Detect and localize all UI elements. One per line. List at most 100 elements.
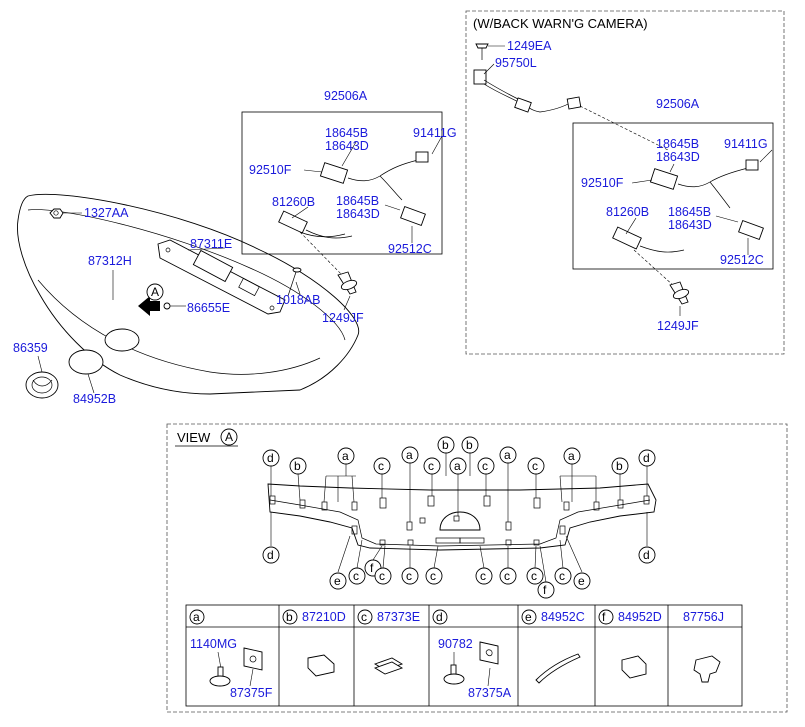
svg-text:e: e: [578, 574, 585, 588]
license-lamp-bracket-87311E: [157, 239, 286, 315]
label-92510F-main: 92510F: [249, 163, 292, 177]
label-18643D-camera-bot: 18643D: [668, 218, 712, 232]
svg-text:90782: 90782: [438, 637, 473, 651]
svg-text:84952D: 84952D: [618, 610, 662, 624]
svg-text:a: a: [342, 449, 349, 463]
legend-col-b: b 87210D: [282, 609, 346, 677]
svg-text:c: c: [378, 459, 384, 473]
svg-text:e: e: [525, 610, 532, 624]
label-92512C-camera: 92512C: [720, 253, 764, 267]
svg-text:b: b: [442, 438, 449, 452]
view-callout-circles: d b a c a c b a b c a c a b d d d c e f …: [262, 436, 656, 599]
label-87312H: 87312H: [88, 254, 132, 268]
label-1249JF-camera: 1249JF: [657, 319, 699, 333]
svg-text:d: d: [436, 610, 443, 624]
harness-box-camera: [572, 122, 774, 270]
label-81260B-camera: 81260B: [606, 205, 649, 219]
legend-col-g: 87756J: [683, 610, 724, 683]
svg-text:f: f: [602, 610, 606, 624]
svg-text:1140MG: 1140MG: [190, 637, 237, 651]
svg-text:c: c: [531, 569, 537, 583]
svg-text:f: f: [543, 583, 547, 597]
tailgate-garnish: [17, 193, 360, 395]
svg-text:a: a: [504, 448, 511, 462]
label-92512C-main: 92512C: [388, 242, 432, 256]
svg-text:c: c: [361, 610, 367, 624]
svg-text:a: a: [193, 610, 200, 624]
view-title: VIEW: [177, 430, 211, 445]
harness-wiring-main: [278, 151, 429, 239]
svg-text:b: b: [286, 610, 293, 624]
label-91411G-main: 91411G: [413, 126, 457, 140]
svg-text:c: c: [559, 569, 565, 583]
svg-text:87373E: 87373E: [377, 610, 420, 624]
legend-col-d: d 90782 87375A: [432, 609, 512, 700]
label-84952B: 84952B: [73, 392, 116, 406]
label-1249JF: 1249JF: [322, 311, 364, 325]
garnish-back-view: [267, 483, 657, 551]
arrow-view-a: [138, 283, 164, 316]
label-92510F-camera: 92510F: [581, 176, 624, 190]
label-92506A-camera: 92506A: [656, 97, 700, 111]
view-leaders: [270, 453, 648, 583]
emblem-86359: [25, 371, 59, 399]
label-18645B-camera-bot: 18645B: [668, 205, 711, 219]
legend-col-a: a 1140MG 87375F: [189, 609, 273, 700]
label-18645B-camera-top: 18645B: [656, 137, 699, 151]
svg-text:a: a: [568, 449, 575, 463]
label-18645B-main-top: 18645B: [325, 126, 368, 140]
label-95750L: 95750L: [495, 56, 537, 70]
camera-harness-95750L: [473, 69, 582, 113]
clip-86655E: [163, 302, 171, 310]
label-18645B-main-bot: 18645B: [336, 194, 379, 208]
svg-text:87756J: 87756J: [683, 610, 724, 624]
legend-col-f: f 84952D: [598, 609, 662, 679]
svg-text:84952C: 84952C: [541, 610, 585, 624]
label-86655E: 86655E: [187, 301, 230, 315]
svg-text:c: c: [406, 569, 412, 583]
svg-text:87210D: 87210D: [302, 610, 346, 624]
label-18643D-main-bot: 18643D: [336, 207, 380, 221]
svg-text:d: d: [267, 548, 274, 562]
label-1018AB: 1018AB: [276, 293, 320, 307]
view-title-marker: A: [225, 430, 233, 444]
legend-table: [185, 604, 743, 707]
camera-bulb-1249JF: [669, 281, 690, 305]
svg-text:d: d: [643, 451, 650, 465]
svg-text:c: c: [379, 569, 385, 583]
bolt-1018AB: [287, 267, 302, 297]
label-91411G-camera: 91411G: [724, 137, 768, 151]
label-86359: 86359: [13, 341, 48, 355]
camera-panel-border: [465, 10, 785, 355]
label-87311E: 87311E: [190, 237, 232, 251]
svg-text:c: c: [428, 459, 434, 473]
svg-text:c: c: [482, 459, 488, 473]
label-18643D-camera-top: 18643D: [656, 150, 700, 164]
harness-wiring-camera: [612, 159, 764, 253]
svg-text:a: a: [406, 448, 413, 462]
label-1249EA: 1249EA: [507, 39, 552, 53]
view-panel-border: [166, 423, 788, 713]
svg-text:c: c: [430, 569, 436, 583]
legend-col-e: e 84952C: [521, 609, 585, 684]
svg-text:c: c: [504, 569, 510, 583]
label-81260B-main: 81260B: [272, 195, 315, 209]
camera-screw-1249EA: [475, 43, 489, 60]
svg-text:d: d: [267, 451, 274, 465]
view-marker-letter: A: [151, 285, 159, 299]
emblem-base-84952B: [68, 349, 104, 375]
label-92506A-main: 92506A: [324, 89, 368, 103]
svg-text:d: d: [643, 548, 650, 562]
svg-text:c: c: [353, 569, 359, 583]
svg-text:87375A: 87375A: [468, 686, 512, 700]
svg-text:87375F: 87375F: [230, 686, 273, 700]
svg-text:e: e: [334, 574, 341, 588]
label-18643D-main-top: 18643D: [325, 139, 369, 153]
label-1327AA: 1327AA: [84, 206, 129, 220]
legend-col-c: c 87373E: [357, 609, 420, 675]
harness-box-main: [241, 111, 443, 255]
svg-text:c: c: [532, 459, 538, 473]
svg-text:c: c: [480, 569, 486, 583]
svg-text:a: a: [454, 459, 461, 473]
